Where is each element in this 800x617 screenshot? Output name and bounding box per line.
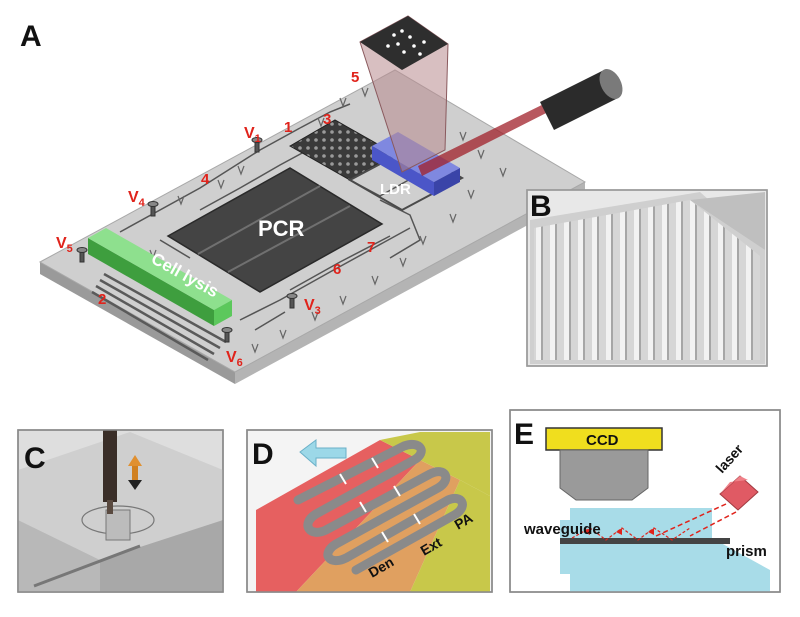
block-top bbox=[18, 432, 223, 560]
pcr-chamber bbox=[166, 167, 384, 293]
lysis-block-front bbox=[214, 300, 232, 326]
ldr-label: LDR bbox=[380, 181, 411, 198]
chip-number-4: 4 bbox=[201, 171, 210, 188]
pillar-array-shade bbox=[690, 192, 765, 250]
panel-a-letter: A bbox=[20, 20, 42, 53]
valve-label-v4: V4 bbox=[128, 189, 146, 209]
zone-label-pa: PA bbox=[452, 510, 476, 533]
white-segment-marks bbox=[339, 457, 421, 543]
block-side bbox=[100, 520, 223, 592]
pillar-array bbox=[534, 200, 760, 360]
chip-number-3: 3 bbox=[323, 111, 331, 128]
block-front bbox=[18, 520, 100, 592]
ccd-lens bbox=[559, 449, 649, 501]
prism-label: prism bbox=[726, 543, 767, 560]
vent-markers bbox=[149, 87, 507, 354]
panel-b: B bbox=[526, 189, 768, 367]
laser-body bbox=[540, 70, 618, 130]
panel-e: CCD laser waveguide prism E bbox=[509, 409, 781, 593]
ccd-label: CCD bbox=[586, 432, 619, 449]
chip-number-6: 6 bbox=[333, 261, 341, 278]
prism-block bbox=[560, 508, 770, 592]
panel-a: A bbox=[20, 15, 623, 384]
pcr-label: PCR bbox=[258, 216, 305, 241]
panel-d-border bbox=[246, 429, 493, 593]
flow-arrow-icon bbox=[299, 439, 347, 468]
laser-end-cap bbox=[599, 69, 623, 99]
waveguide-label: waveguide bbox=[523, 521, 601, 538]
lysis-block-top bbox=[88, 228, 232, 310]
chip-number-5: 5 bbox=[351, 69, 359, 86]
zone-annealing bbox=[410, 480, 490, 592]
laser-beam bbox=[418, 98, 560, 176]
panel-e-border bbox=[509, 409, 781, 593]
chip-number-2: 2 bbox=[98, 291, 106, 308]
waveguide-slab bbox=[560, 538, 730, 544]
chip-side-face bbox=[40, 262, 235, 384]
reflection-path bbox=[571, 527, 691, 541]
panel-c: C bbox=[17, 429, 224, 593]
plunger-rod bbox=[103, 430, 117, 502]
serpentine-channel bbox=[91, 272, 227, 362]
valve-label-v3: V3 bbox=[304, 297, 321, 317]
laser-source-top bbox=[720, 476, 748, 494]
laser-beams bbox=[655, 503, 737, 537]
chip-number-1: 1 bbox=[284, 119, 292, 136]
chip-number-7: 7 bbox=[367, 239, 375, 256]
panel-c-border bbox=[17, 429, 224, 593]
pcr-divider-2 bbox=[227, 205, 351, 273]
valve-label-v5: V5 bbox=[56, 235, 73, 255]
detector-array bbox=[360, 16, 448, 70]
reflection-arrows bbox=[584, 528, 654, 535]
panel-b-letter: B bbox=[530, 190, 552, 223]
chip-front-face bbox=[235, 182, 585, 384]
serpentine-tube bbox=[293, 440, 467, 575]
detector-dots bbox=[386, 29, 426, 56]
well-cylinder bbox=[105, 509, 131, 541]
panel-c-letter: C bbox=[24, 442, 46, 475]
valve-label-v6: V6 bbox=[226, 349, 243, 369]
panel-b-border bbox=[526, 189, 768, 367]
panel-d-letter: D bbox=[252, 438, 274, 471]
panel-e-letter: E bbox=[514, 418, 534, 451]
valve-pins bbox=[76, 137, 298, 343]
panel-d: Den Ext PA D bbox=[246, 429, 493, 593]
vertical-arrow-icon bbox=[128, 455, 142, 490]
ldr-block-front bbox=[434, 168, 460, 196]
plunger-tip bbox=[107, 500, 113, 514]
pcr-divider-1 bbox=[197, 185, 321, 255]
bottom-channel bbox=[33, 544, 141, 588]
valve-label-v1: V1 bbox=[244, 125, 261, 145]
lysis-block-side bbox=[88, 238, 214, 326]
